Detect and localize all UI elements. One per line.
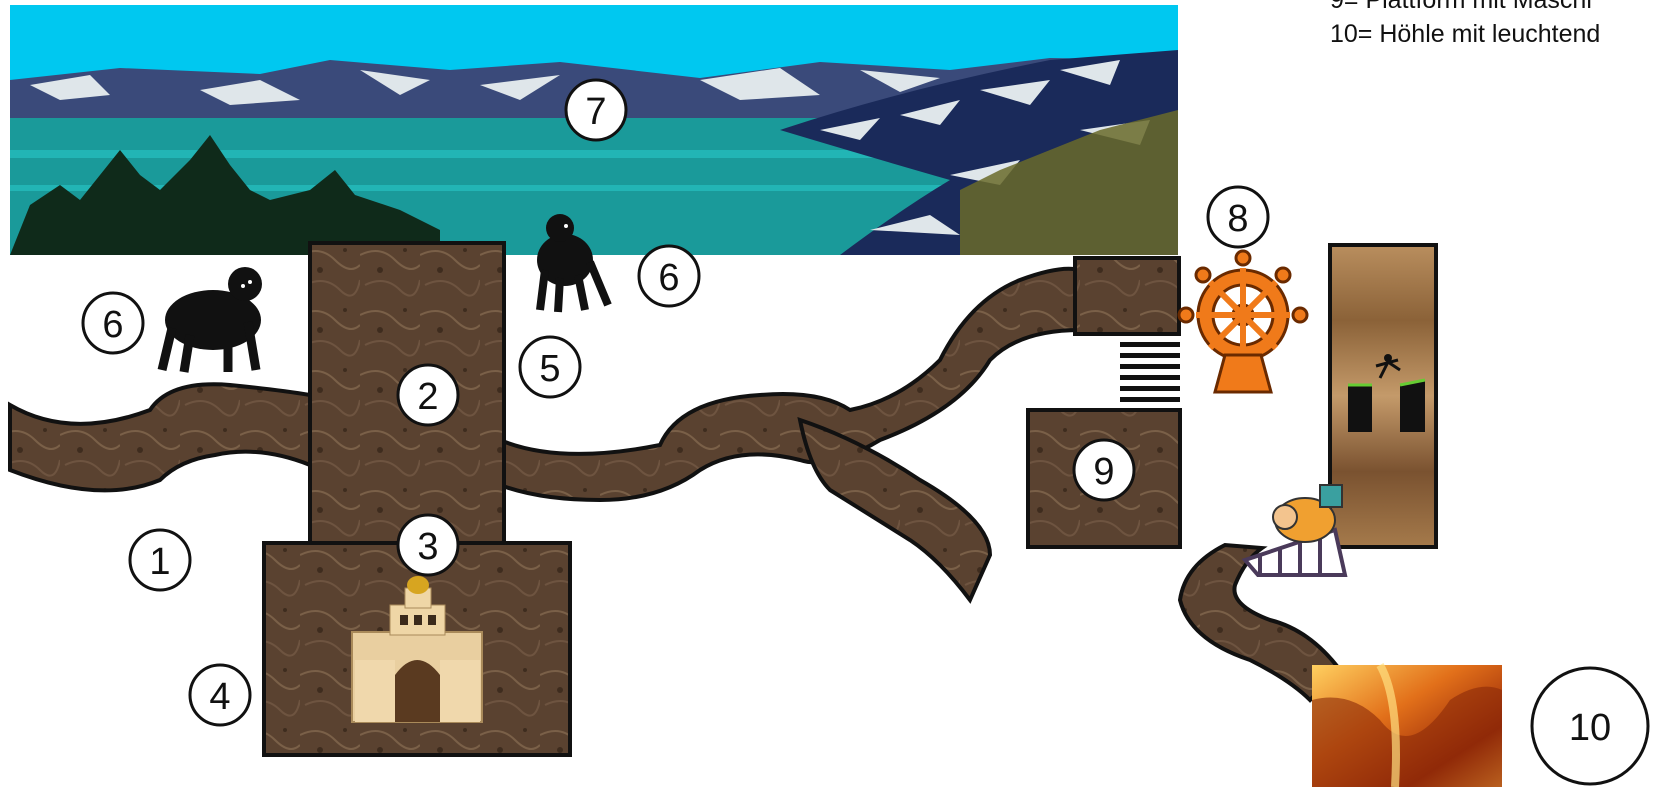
marker-5: 5 [520,337,580,397]
marker-6-left: 6 [83,293,143,353]
marker-4: 4 [190,665,250,725]
svg-text:5: 5 [539,348,560,390]
svg-text:9: 9 [1093,451,1114,493]
svg-text:4: 4 [209,676,230,718]
marker-8: 8 [1208,187,1268,247]
svg-text:2: 2 [417,376,438,418]
svg-text:10: 10 [1569,707,1611,749]
tunnel-left [10,384,310,490]
svg-text:1: 1 [149,541,170,583]
marker-3: 3 [398,515,458,575]
svg-text:6: 6 [658,257,679,299]
tunnel-branch [800,420,990,600]
ship-wheel-icon [1179,251,1307,392]
glowing-cave-image [1312,665,1502,787]
ladder-climber-icon [1245,485,1345,575]
chamber-upper-right [1075,258,1179,334]
marker-1: 1 [130,530,190,590]
marker-6-right: 6 [639,246,699,306]
svg-text:3: 3 [417,526,438,568]
gorilla-icon [162,267,262,372]
marker-7: 7 [566,80,626,140]
svg-text:8: 8 [1227,198,1248,240]
marker-10: 10 [1532,668,1648,784]
marker-9: 9 [1074,440,1134,500]
marker-2: 2 [398,365,458,425]
stairs-icon [1120,340,1180,406]
svg-text:7: 7 [585,91,606,133]
svg-text:6: 6 [102,304,123,346]
